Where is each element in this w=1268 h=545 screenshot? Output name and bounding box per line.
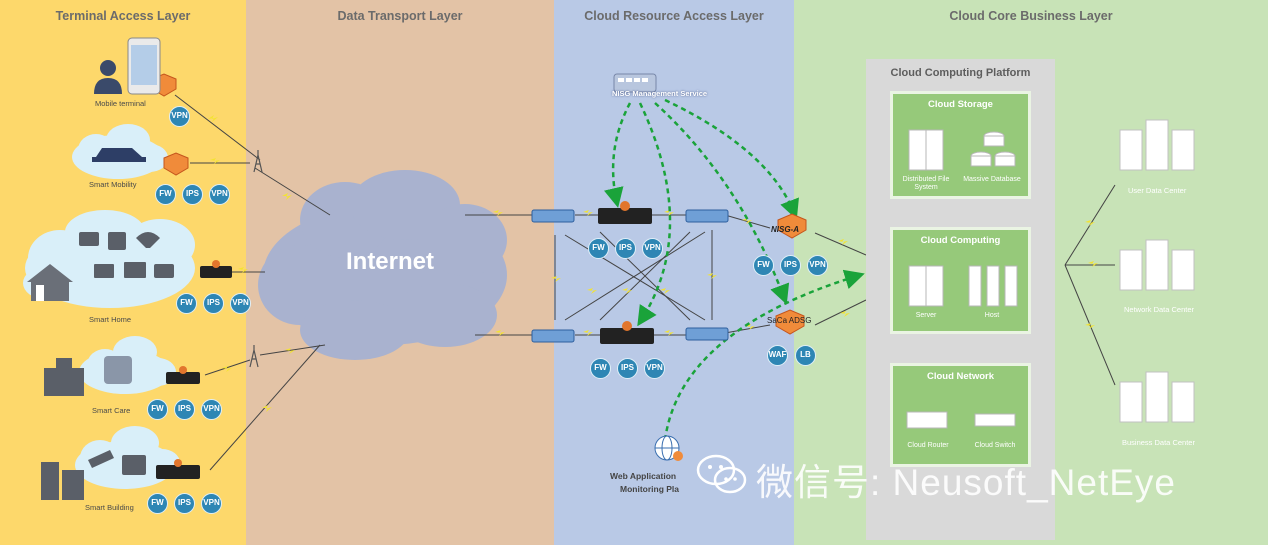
internet-cloud [258,170,507,360]
home-devices [79,232,174,278]
management-arrows [603,98,865,441]
web-monitoring-label-1: Web Application [610,471,677,481]
mobile-terminal-icon [94,37,161,95]
saca-adsg-label: SaCa ADSG [767,316,812,325]
mobile-terminal-label: Mobile terminal [95,99,146,108]
distributed-file-system-label: Distributed File System [902,176,950,191]
vpn-badge: VPN [642,238,663,259]
ips-badge: IPS [174,493,195,514]
server-label: Server [915,312,937,319]
layer-title-transport: Data Transport Layer [337,9,463,23]
host-label: Host [984,312,1000,319]
firewall-appliances [156,201,654,479]
fw-badge: FW [147,493,168,514]
cloud-storage-box: Cloud Storage Distributed File System Ma… [890,91,1031,199]
cloud-network-title: Cloud Network [926,371,995,382]
network-icons [906,411,1016,429]
cloud-computing-platform: Cloud Computing Platform Cloud Storage D… [866,59,1055,540]
nisg-a-label: NISG-A [771,225,799,234]
platform-title: Cloud Computing Platform [890,67,1031,79]
fw-badge: FW [155,184,176,205]
switch-icons [531,209,729,343]
vpn-badge: VPN [807,255,828,276]
web-monitoring-icon [654,435,683,461]
wechat-icon [696,454,747,494]
nisg-management-label: NISG Management Service [612,89,708,98]
waf-badge: WAF [767,345,788,366]
storage-icons [908,129,1016,171]
smart-building-label: Smart Building [85,503,134,512]
network-data-center-label: Network Data Center [1124,305,1195,314]
vpn-badge: VPN [209,184,230,205]
user-data-center-label: User Data Center [1128,186,1187,195]
cloud-computing-title: Cloud Computing [920,235,1001,246]
shield-icons [151,73,807,335]
hospital-icon [44,356,132,396]
lightning-marks [208,115,1098,412]
web-monitoring-label-2: Monitoring Pla [620,484,680,494]
vpn-badge: VPN [201,399,222,420]
vpn-badge: VPN [644,358,665,379]
business-data-center-label: Business Data Center [1122,438,1195,447]
vpn-badge: VPN [169,106,190,127]
ips-badge: IPS [203,293,224,314]
fw-badge: FW [590,358,611,379]
vpn-badge: VPN [230,293,251,314]
cloud-storage-title: Cloud Storage [928,99,993,110]
terminal-clouds [23,124,195,489]
data-centers [1119,119,1195,423]
ips-badge: IPS [182,184,203,205]
fw-badge: FW [588,238,609,259]
lb-badge: LB [795,345,816,366]
cloud-router-label: Cloud Router [907,442,949,449]
vpn-badge: VPN [201,493,222,514]
building-icon [41,450,146,500]
massive-database-label: Massive Database [963,176,1021,183]
smart-care-label: Smart Care [92,406,131,415]
fw-badge: FW [176,293,197,314]
cloud-computing-box: Cloud Computing Server Host [890,227,1031,334]
layer-title-terminal: Terminal Access Layer [55,9,191,23]
ips-badge: IPS [780,255,801,276]
fw-badge: FW [753,255,774,276]
fw-badge: FW [147,399,168,420]
smart-home-label: Smart Home [89,315,132,324]
layer-title-core: Cloud Core Business Layer [949,9,1113,23]
nisg-management-icon [613,73,657,93]
cloud-switch-label: Cloud Switch [974,442,1016,449]
house-icon [27,264,73,301]
ips-badge: IPS [174,399,195,420]
ips-badge: IPS [617,358,638,379]
wechat-watermark: 微信号: Neusoft_NetEye [756,462,1176,503]
ips-badge: IPS [615,238,636,259]
internet-label: Internet [345,248,434,275]
cell-tower-icon [249,150,263,368]
smart-mobility-label: Smart Mobility [89,180,137,189]
car-icon [92,148,146,162]
computing-icons [908,265,1018,307]
cloud-network-box: Cloud Network Cloud Router Cloud Switch [890,363,1031,467]
layer-title-resource: Cloud Resource Access Layer [584,9,764,23]
